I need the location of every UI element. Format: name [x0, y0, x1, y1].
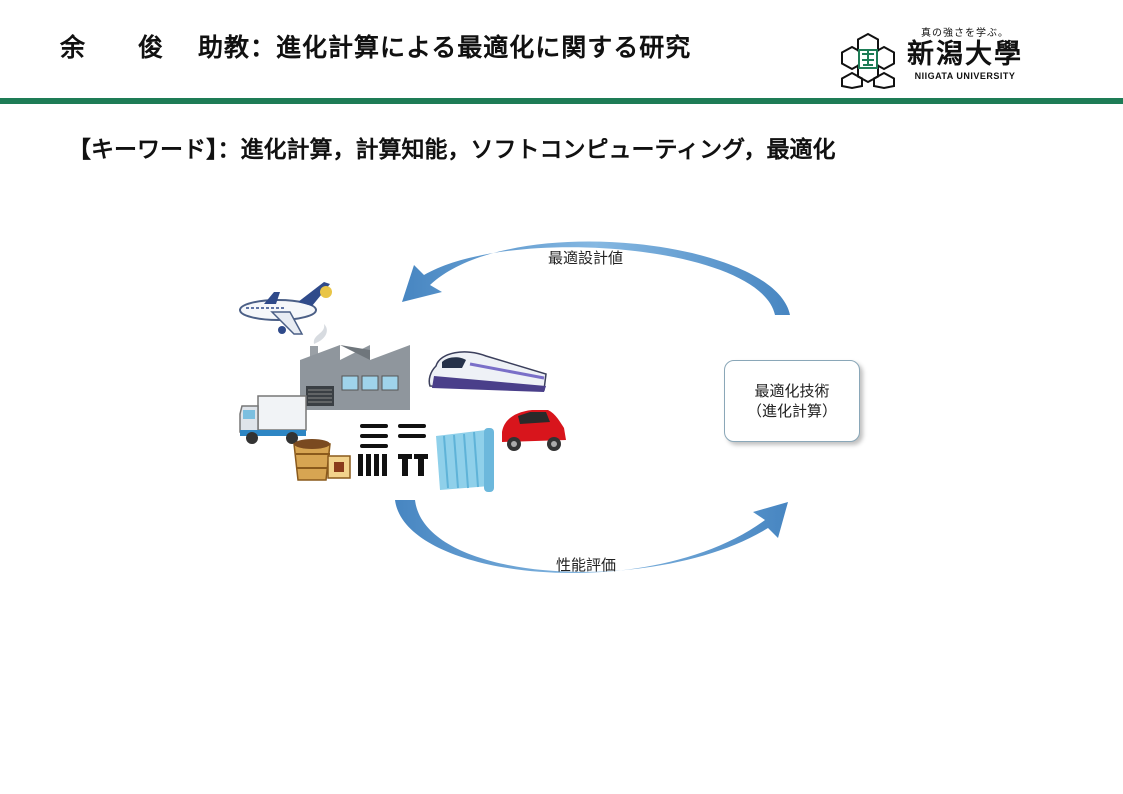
logo-name-en: NIIGATA UNIVERSITY	[914, 71, 1016, 81]
optimization-technique-box: 最適化技術 （進化計算）	[724, 360, 860, 442]
header: 余 俊 助教：進化計算による最適化に関する研究 真の強さを学ぶ。 新潟大學 NII…	[0, 0, 1123, 104]
tools-icon	[358, 424, 428, 476]
box-line-2: （進化計算）	[746, 402, 837, 420]
top-arrow	[402, 241, 790, 315]
honeycomb-logo-icon	[841, 32, 895, 90]
university-logo: 真の強さを学ぶ。 新潟大學 NIIGATA UNIVERSITY	[838, 24, 1030, 94]
page-title: 余 俊 助教：進化計算による最適化に関する研究	[60, 28, 691, 64]
keywords-line: 【キーワード】：進化計算，計算知能，ソフトコンピューティング，最適化	[68, 137, 836, 163]
bucket-icon	[293, 439, 351, 481]
box-line-1: 最適化技術	[754, 382, 830, 400]
top-arrow-label: 最適設計値	[548, 249, 624, 267]
header-divider	[0, 98, 1123, 104]
factory-icon	[300, 324, 410, 410]
optimization-cycle-diagram: 最適設計値 性能評価 最適化技術 （進化計算）	[230, 220, 870, 600]
logo-name: 新潟大學	[907, 39, 1023, 70]
fabric-roll-icon	[436, 428, 494, 492]
airplane-icon	[239, 282, 332, 335]
author-name: 余 俊	[60, 33, 165, 62]
truck-icon	[239, 395, 307, 444]
research-title: 助教：進化計算による最適化に関する研究	[198, 33, 692, 62]
logo-text: 真の強さを学ぶ。 新潟大學 NIIGATA UNIVERSITY	[902, 24, 1028, 81]
train-icon	[428, 351, 547, 392]
car-icon	[502, 410, 566, 451]
logo-slogan: 真の強さを学ぶ。	[921, 28, 1009, 39]
bottom-arrow-label: 性能評価	[556, 556, 617, 574]
